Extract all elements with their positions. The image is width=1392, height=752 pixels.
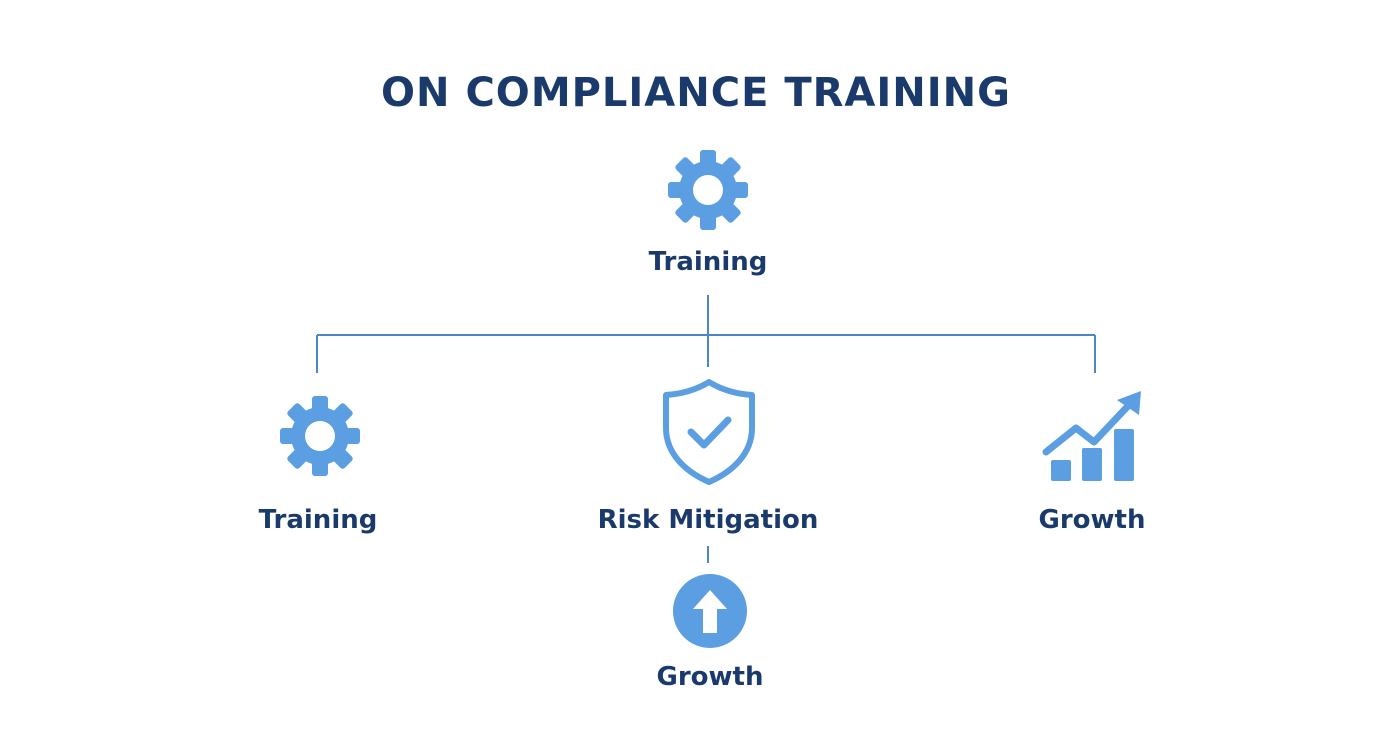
growth-chart-icon xyxy=(1042,391,1141,481)
bottom-node xyxy=(672,573,748,649)
gear-icon xyxy=(668,150,748,230)
diagram-title: ON COMPLIANCE TRAINING xyxy=(381,70,1011,116)
shield-check-icon xyxy=(663,379,755,485)
center-node xyxy=(660,378,758,486)
bottom-node-label: Growth xyxy=(656,662,764,692)
left-node-label: Training xyxy=(258,505,378,535)
arrow-up-circle-icon xyxy=(673,574,747,648)
right-node-label: Growth xyxy=(1038,505,1146,535)
gear-icon xyxy=(280,396,360,476)
left-node xyxy=(278,394,362,478)
center-node-label: Risk Mitigation xyxy=(597,505,819,535)
right-node xyxy=(1040,388,1144,484)
root-node-label: Training xyxy=(648,247,768,277)
root-node xyxy=(666,148,750,232)
